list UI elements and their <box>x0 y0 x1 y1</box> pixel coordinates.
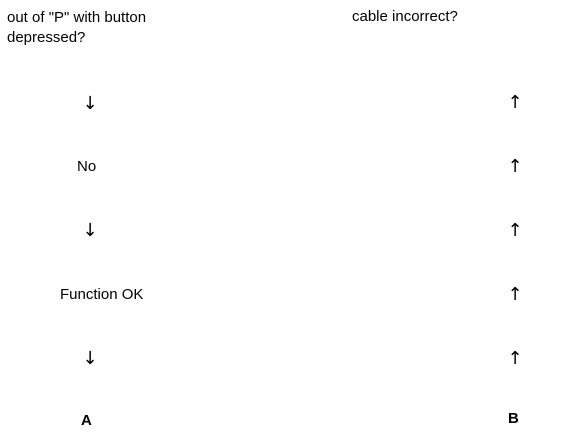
down-arrow-icon: ↓ <box>82 348 98 369</box>
up-arrow-icon: ↑ <box>507 156 523 177</box>
left-result-function-ok: Function OK <box>60 286 144 303</box>
label-b: B <box>508 410 519 427</box>
down-arrow-icon: ↓ <box>82 220 98 241</box>
down-arrow-icon: ↓ <box>82 93 98 114</box>
left-question-line-1: out of "P" with button <box>7 9 147 26</box>
label-a: A <box>81 412 92 429</box>
up-arrow-icon: ↑ <box>507 284 523 305</box>
up-arrow-icon: ↑ <box>507 220 523 241</box>
left-answer-no: No <box>77 158 97 175</box>
left-question-line-2: depressed? <box>7 29 86 46</box>
right-question-text: cable incorrect? <box>352 8 458 25</box>
up-arrow-icon: ↑ <box>507 92 523 113</box>
up-arrow-icon: ↑ <box>507 348 523 369</box>
left-question-text: out of "P" with button depressed? <box>7 8 146 48</box>
